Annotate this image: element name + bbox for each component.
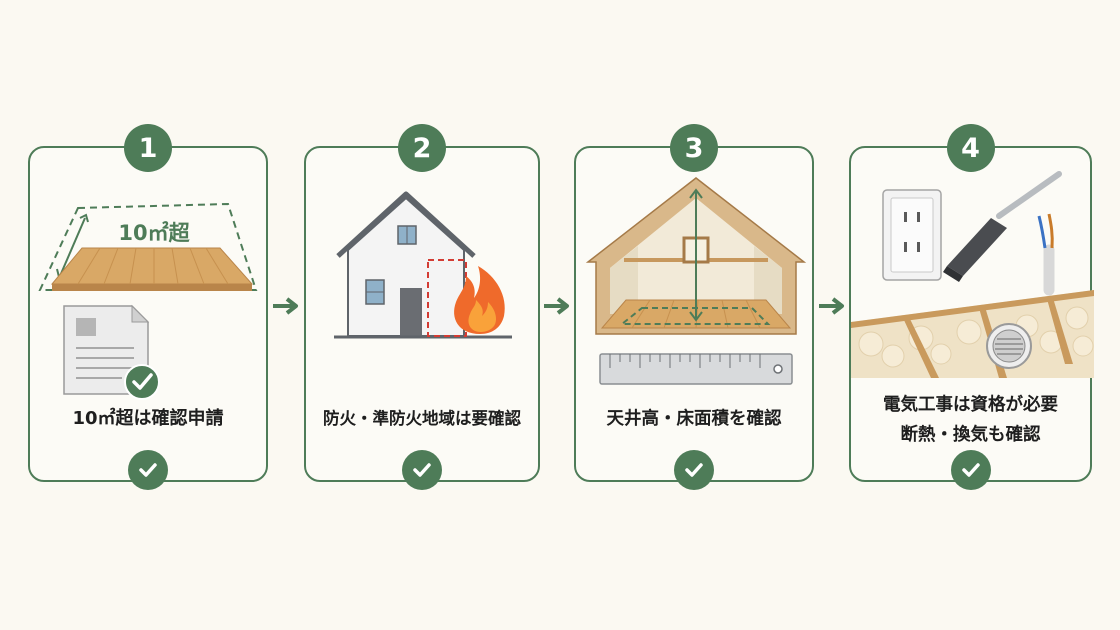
step-caption: 10㎡超は確認申請 xyxy=(36,404,260,434)
checkmark-badge-icon xyxy=(128,450,168,490)
area-label: 10㎡超 xyxy=(118,221,190,245)
caption-line: 断熱・換気も確認 xyxy=(900,425,1041,445)
step-card-4: 4 xyxy=(849,124,1094,490)
vent-icon xyxy=(986,323,1032,369)
flow-arrow-1-to-2 xyxy=(273,297,298,315)
caption-line: 天井高・床面積を確認 xyxy=(606,409,782,429)
step-number-badge: 3 xyxy=(670,124,718,172)
attic-room-icon xyxy=(585,177,807,335)
flow-arrow-3-to-4 xyxy=(819,297,844,315)
checkmark-badge-icon xyxy=(950,450,991,490)
step-caption: 天井高・床面積を確認 xyxy=(582,404,806,434)
step-number-badge: 4 xyxy=(946,124,995,172)
caption-line: 10㎡超は確認申請 xyxy=(72,408,224,429)
cable-icon xyxy=(1037,213,1055,296)
step-caption: 防火・準防火地域は要確認 xyxy=(312,404,532,434)
insulation-icon xyxy=(851,290,1094,378)
ruler-icon xyxy=(599,353,793,385)
checkmark-badge-icon xyxy=(674,450,714,490)
check-icon xyxy=(124,364,160,400)
step-caption: 電気工事は資格が必要 断熱・換気も確認 xyxy=(857,390,1084,450)
power-outlet-icon xyxy=(882,189,942,281)
step-card-1: 1 10㎡超 10㎡超は確認申請 xyxy=(28,124,268,490)
step-number-badge: 2 xyxy=(398,124,446,172)
step-card-3: 3 xyxy=(574,124,814,490)
step-number-badge: 1 xyxy=(124,124,172,172)
caption-line: 防火・準防火地域は要確認 xyxy=(323,409,521,428)
fire-icon xyxy=(454,266,505,334)
document-icon xyxy=(63,304,150,395)
flow-arrow-2-to-3 xyxy=(544,297,569,315)
step-card-2: 2 防火・準防火地域は要確認 xyxy=(304,124,540,490)
caption-line: 電気工事は資格が必要 xyxy=(883,395,1058,415)
screwdriver-icon xyxy=(943,171,1062,282)
checkmark-badge-icon xyxy=(402,450,442,490)
floor-board-icon: 10㎡超 xyxy=(38,202,258,291)
